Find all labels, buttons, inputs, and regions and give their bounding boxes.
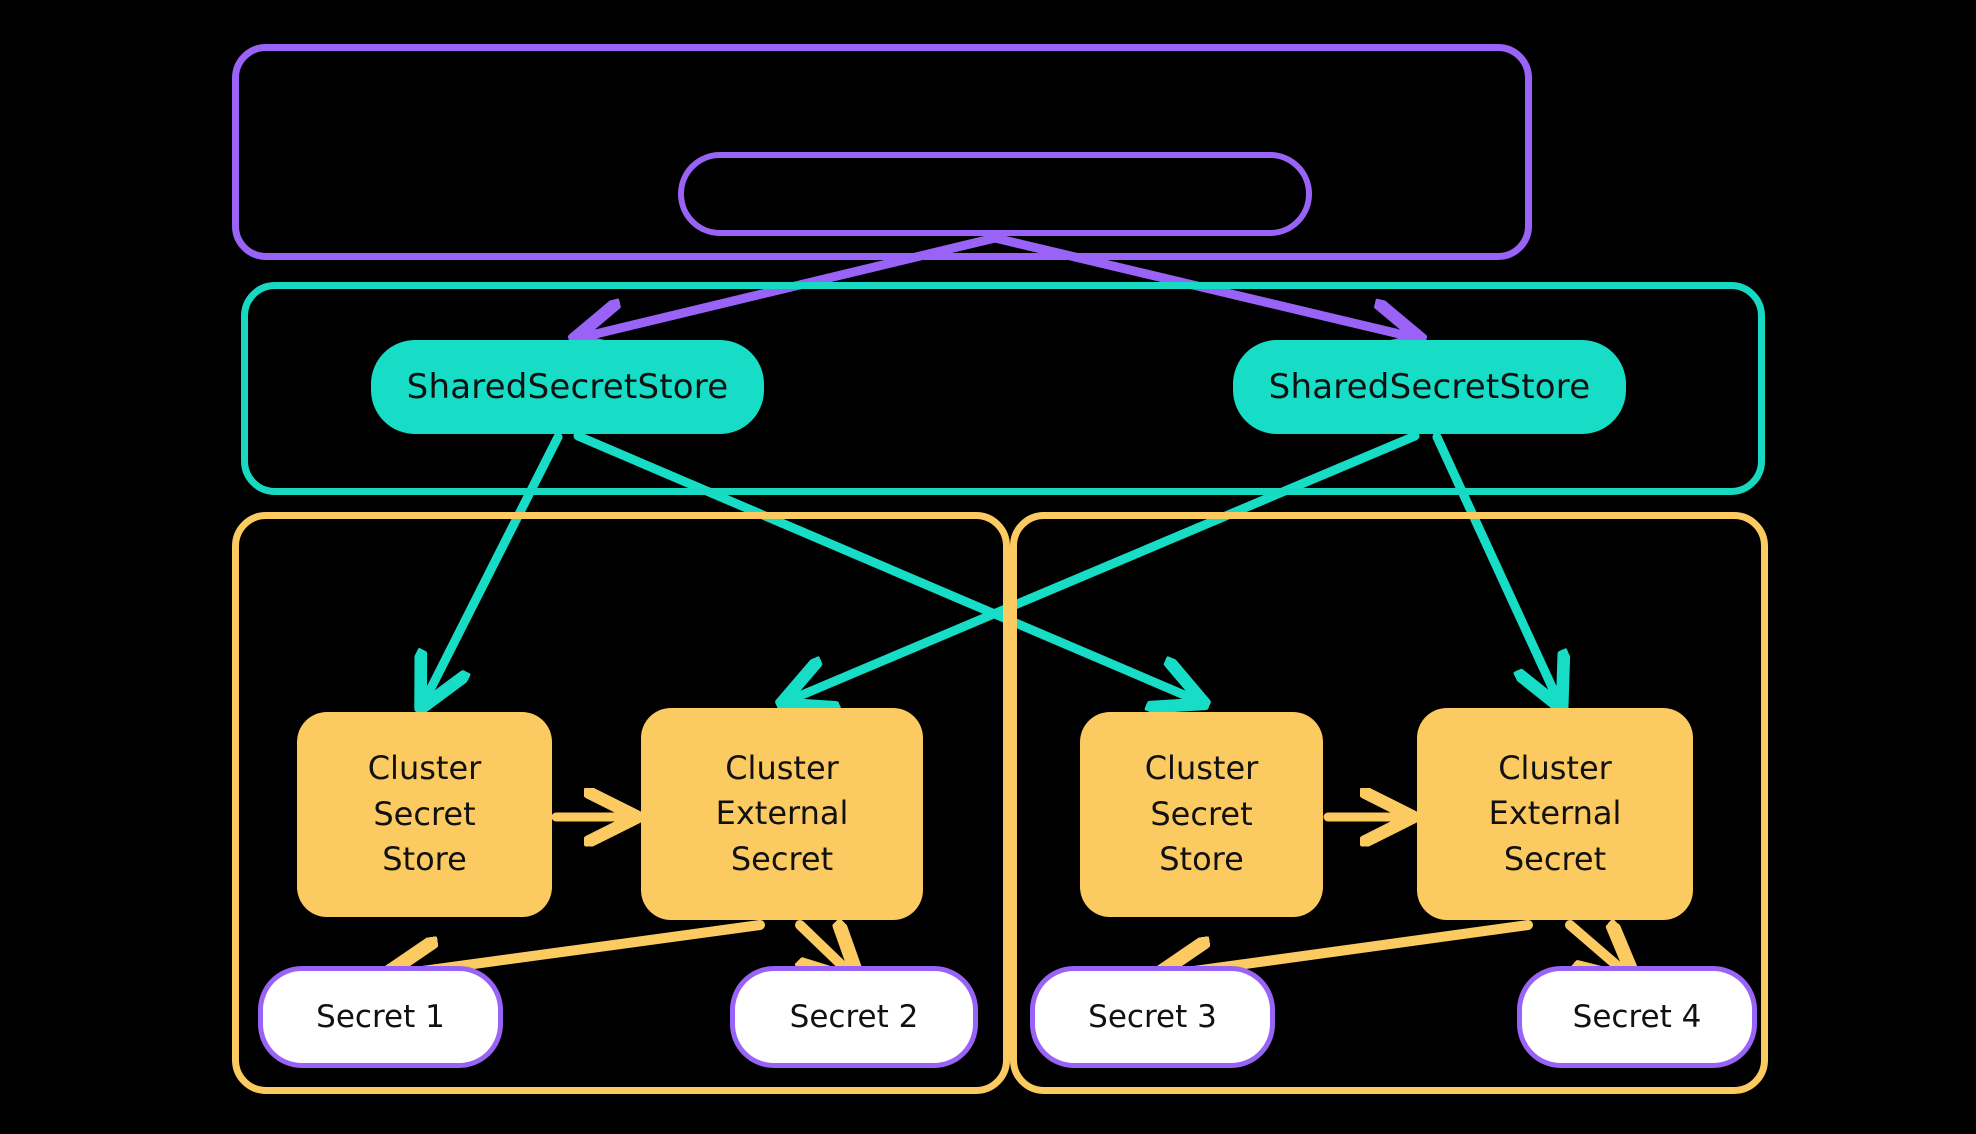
secret-2-node[interactable]: Secret 2 [730,966,978,1068]
node-line-1: Cluster [1498,748,1612,787]
node-line-3: Secret [730,839,834,878]
cluster-secret-store-right[interactable]: Cluster Secret Store [1080,712,1323,917]
node-line-1: Cluster [725,748,839,787]
secret-1-node[interactable]: Secret 1 [258,966,503,1068]
secret-3-node[interactable]: Secret 3 [1030,966,1275,1068]
node-line-2: Secret [1150,794,1253,833]
node-line-2: External [1488,794,1622,833]
ghost-outline-box[interactable] [678,152,1312,236]
secret-4-node[interactable]: Secret 4 [1517,966,1757,1068]
node-line-3: Secret [1503,839,1607,878]
cluster-external-secret-left[interactable]: Cluster External Secret [641,708,923,920]
node-line-1: Cluster [367,749,482,788]
node-line-3: Store [382,840,467,879]
node-line-2: External [715,794,849,833]
shared-secret-store-right[interactable]: SharedSecretStore [1233,340,1626,434]
node-line-1: Cluster [1144,749,1259,788]
shared-secret-store-left[interactable]: SharedSecretStore [371,340,764,434]
node-line-2: Secret [373,794,476,833]
cluster-secret-store-left[interactable]: Cluster Secret Store [297,712,552,917]
cluster-external-secret-right[interactable]: Cluster External Secret [1417,708,1693,920]
node-line-3: Store [1159,840,1244,879]
